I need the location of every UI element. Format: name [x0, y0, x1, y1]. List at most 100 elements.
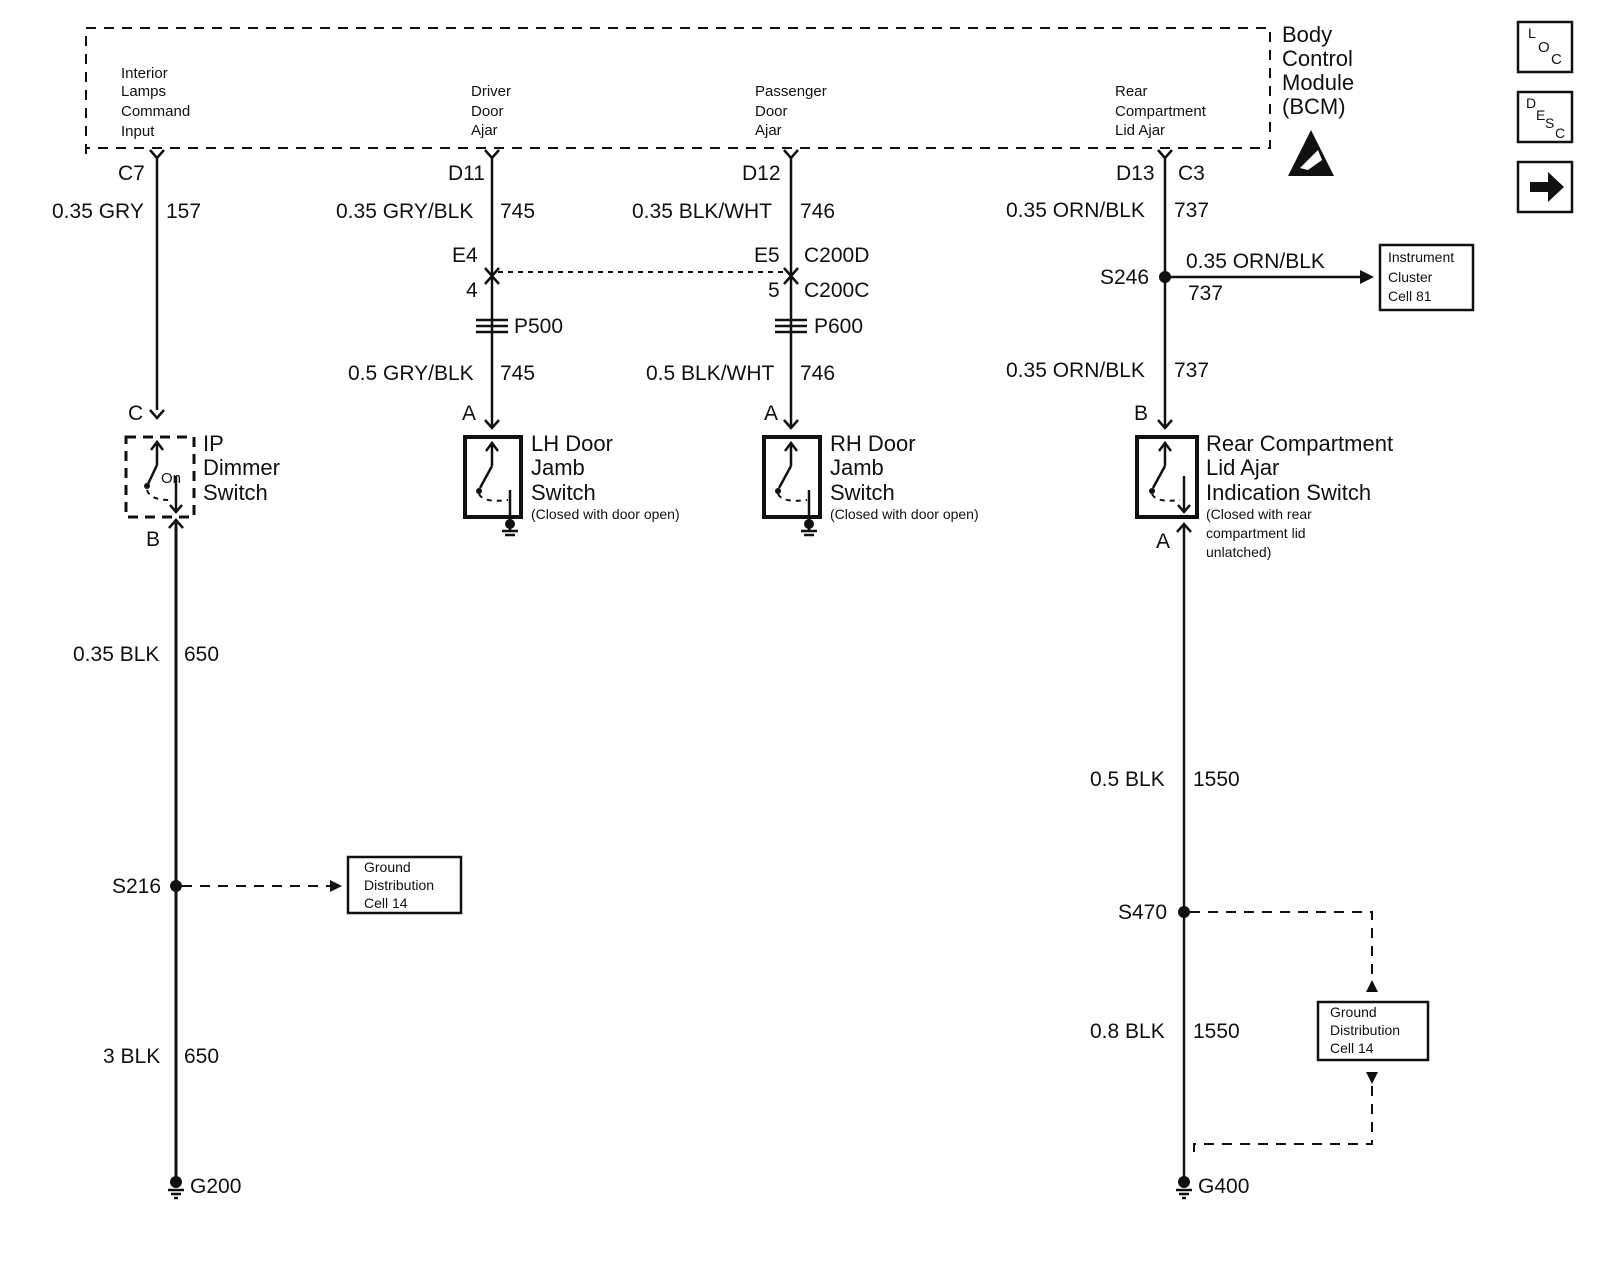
- pin-e5: E5: [754, 244, 780, 267]
- desc-letter-d: D: [1526, 95, 1536, 111]
- ref-l1: Instrument: [1388, 249, 1454, 265]
- connector-chevron: [783, 419, 799, 430]
- rear-switch-label-l2: Lid Ajar: [1206, 455, 1279, 480]
- wire-circuit: 157: [166, 200, 201, 223]
- switch-state-on: On: [161, 470, 181, 487]
- desc-button[interactable]: D E S C: [1516, 90, 1574, 144]
- bcm-input-interior-l4: Input: [121, 123, 155, 140]
- ref-l2: Cluster: [1388, 269, 1433, 285]
- bcm-input-interior-l3: Command: [121, 103, 190, 120]
- arrow-icon: [1360, 270, 1374, 284]
- desc-letter-s: S: [1545, 115, 1554, 131]
- switch-contact-icon: [1149, 440, 1191, 514]
- wire-gauge: 0.8 BLK: [1090, 1020, 1165, 1043]
- splice-s216: S216: [112, 875, 161, 898]
- wire-gauge: 0.35 ORN/BLK: [1006, 199, 1145, 222]
- connector-chevron: [1176, 522, 1192, 533]
- wire-circuit: 746: [800, 200, 835, 223]
- wire-gauge: 0.35 BLK/WHT: [632, 200, 772, 223]
- lh-door-note: (Closed with door open): [531, 506, 680, 522]
- bcm-input-rear-l3: Lid Ajar: [1115, 122, 1165, 139]
- ref-l1: Ground: [1330, 1004, 1377, 1020]
- connector-chevron: [149, 409, 165, 420]
- ground-distribution-ref-2[interactable]: Ground Distribution Cell 14: [1316, 1000, 1430, 1062]
- arrow-icon: [1366, 1072, 1378, 1084]
- wire-gauge: 0.5 BLK/WHT: [646, 362, 775, 385]
- pin-a: A: [462, 402, 476, 425]
- pin-b: B: [1134, 402, 1148, 425]
- ref-l2: Distribution: [1330, 1022, 1400, 1038]
- wire-circuit: 746: [800, 362, 835, 385]
- bcm-input-passenger-l1: Passenger: [755, 83, 827, 100]
- pin-c7: C7: [118, 162, 145, 185]
- pin-5: 5: [768, 279, 780, 302]
- circuit-driver: D11 0.35 GRY/BLK 745 E4 4 P500 0.5 GRY/B…: [336, 149, 680, 537]
- bcm-title: Body Control Module (BCM): [1282, 22, 1354, 119]
- bcm-input-rear-l2: Compartment: [1115, 103, 1207, 120]
- bcm-input-driver-l2: Door: [471, 103, 504, 120]
- pin-e4: E4: [452, 244, 478, 267]
- splice-dot: [170, 880, 182, 892]
- pass-through-p600: P600: [814, 315, 863, 338]
- bcm-input-passenger: Passenger Door Ajar: [755, 83, 827, 139]
- circuit-interior: C7 0.35 GRY 157 C On IP Dimmer Switch B …: [52, 149, 463, 1200]
- rear-switch-note-l1: (Closed with rear: [1206, 506, 1312, 522]
- pin-d13: D13: [1116, 162, 1155, 185]
- rh-door-label-l2: Jamb: [830, 455, 884, 480]
- pin-c3: C3: [1178, 162, 1205, 185]
- bcm-title-line2: Control: [1282, 46, 1353, 71]
- pass-through-p500: P500: [514, 315, 563, 338]
- rh-door-label-l1: RH Door: [830, 431, 916, 456]
- loc-letter-o: O: [1538, 39, 1550, 56]
- wire-circuit: 650: [184, 1045, 219, 1068]
- arrow-icon: [330, 880, 342, 892]
- connector-chevron: [484, 274, 500, 285]
- switch-contact-icon: [144, 439, 183, 514]
- bcm-box: [85, 27, 1271, 154]
- ref-l1: Ground: [364, 859, 411, 875]
- wire-circuit: 1550: [1193, 1020, 1240, 1043]
- wire-circuit: 737: [1174, 359, 1209, 382]
- wire-circuit: 745: [500, 200, 535, 223]
- connector-chevron: [1157, 419, 1173, 430]
- ref-l3: Cell 81: [1388, 288, 1432, 304]
- ground-g400: G400: [1198, 1175, 1249, 1198]
- connector-chevron: [783, 274, 799, 285]
- wire-circuit: 745: [500, 362, 535, 385]
- wire-circuit: 1550: [1193, 768, 1240, 791]
- pin-b: B: [146, 528, 160, 551]
- ground-icon: [168, 1176, 184, 1200]
- instrument-cluster-ref[interactable]: Instrument Cluster Cell 81: [1378, 243, 1475, 312]
- splice-s470: S470: [1118, 901, 1167, 924]
- circuit-rear: D13 C3 0.35 ORN/BLK 737 S246 0.35 ORN/BL…: [1006, 149, 1475, 1200]
- wire-circuit: 650: [184, 643, 219, 666]
- bcm-input-interior: Interior Lamps Command Input: [121, 65, 190, 140]
- bcm-input-driver-l1: Driver: [471, 83, 511, 100]
- ground-icon: [502, 519, 518, 537]
- loc-button[interactable]: L O C: [1516, 20, 1574, 74]
- bcm-input-passenger-l3: Ajar: [755, 122, 782, 139]
- wire-circuit: 737: [1188, 282, 1223, 305]
- ground-icon: [801, 519, 817, 537]
- loc-letter-l: L: [1528, 25, 1536, 41]
- connector-chevron: [168, 518, 184, 529]
- pin-a: A: [764, 402, 778, 425]
- pin-a: A: [1156, 530, 1170, 553]
- wire-gauge: 0.35 ORN/BLK: [1186, 250, 1325, 273]
- bcm-input-passenger-l2: Door: [755, 103, 788, 120]
- ref-l2: Distribution: [364, 877, 434, 893]
- ref-l3: Cell 14: [1330, 1040, 1374, 1056]
- ground-distribution-ref-1[interactable]: Ground Distribution Cell 14: [346, 855, 463, 915]
- lh-door-label-l1: LH Door: [531, 431, 613, 456]
- connector-c200d: C200D: [804, 244, 869, 267]
- wire-gauge: 0.35 BLK: [73, 643, 159, 666]
- next-arrow-button[interactable]: [1516, 160, 1574, 214]
- ground-dist-link-top: [1190, 911, 1373, 982]
- bcm-input-interior-l2: Lamps: [121, 83, 166, 100]
- lh-door-label-l2: Jamb: [531, 455, 585, 480]
- ground-icon: [1176, 1176, 1192, 1200]
- bcm-input-interior-l1: Interior: [121, 65, 168, 82]
- pin-d11: D11: [448, 162, 485, 185]
- wire-gauge: 0.5 BLK: [1090, 768, 1165, 791]
